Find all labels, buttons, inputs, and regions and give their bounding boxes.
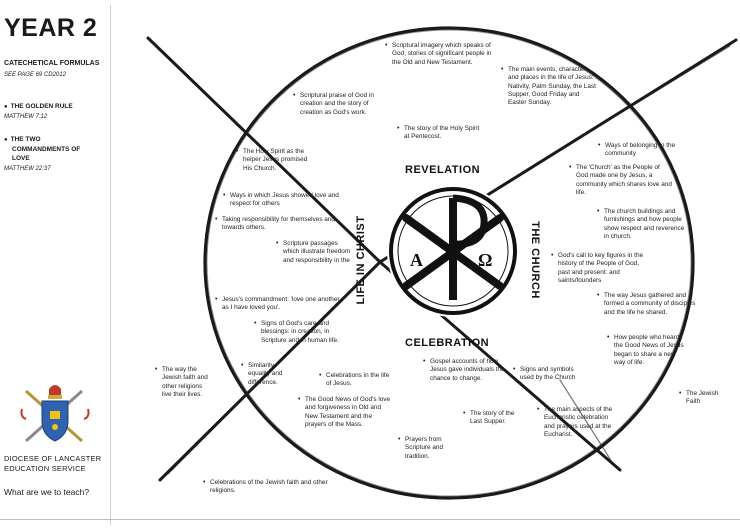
two-commandments-title: ●THE TWO COMMANDMENTS OF LOVE [4, 136, 81, 162]
sidebar-divider [110, 5, 111, 525]
note-jesus-love-respect: Ways in which Jesus showed love and resp… [223, 192, 358, 209]
note-last-supper: The story of the Last Supper. [463, 410, 526, 427]
note-jewish-celebrations: Celebrations of the Jewish faith and oth… [203, 479, 340, 496]
note-holy-spirit-pentecost: The story of the Holy Spirit at Pentecos… [397, 125, 482, 142]
golden-rule-ref: MATTHEW 7:12 [4, 114, 48, 120]
note-jewish-way: The way the Jewish faith and other relig… [155, 366, 212, 399]
note-similarity: Similarity, equality and difference. [241, 362, 292, 387]
note-good-news-forgiveness: The Good News of God's love and forgiven… [298, 396, 391, 429]
note-taking-responsibility: Taking responsibility for themselves and… [215, 216, 348, 233]
note-scripture-passages: Scripture passages which illustrate free… [276, 240, 351, 265]
label-revelation: REVELATION [405, 164, 481, 176]
omega-letter: Ω [478, 250, 492, 270]
note-main-events: The main events, characters and places i… [501, 66, 596, 107]
question-text: What are we to teach? [4, 487, 90, 497]
note-eucharist: The main aspects of the Eucharistic cele… [537, 406, 620, 439]
catechetical-formulas-title: CATECHETICAL FORMULAS [4, 60, 100, 67]
note-jesus-gathered: The way Jesus gathered and formed a comm… [597, 292, 696, 317]
diocese-crest-icon [20, 385, 90, 443]
diocese-name: DIOCESE OF LANCASTER EDUCATION SERVICE [4, 454, 102, 473]
note-church-people-of-god: The 'Church' as the People of God made o… [569, 164, 672, 197]
label-life-in-christ: LIFE IN CHRIST [355, 215, 367, 305]
alpha-letter: A [410, 250, 423, 270]
note-signs-symbols: Signs and symbols used by the Church [513, 366, 578, 383]
note-church-buildings: The church buildings and furnishings and… [597, 208, 690, 241]
note-jewish-faith: The Jewish Faith [679, 390, 726, 407]
golden-rule-title: ●THE GOLDEN RULE [4, 103, 73, 110]
sidebar: YEAR 2 CATECHETICAL FORMULAS SEE PAGE 69… [0, 0, 112, 529]
catechetical-formulas-ref: SEE PAGE 69 CD2012 [4, 72, 66, 78]
note-scriptural-praise: Scriptural praise of God in creation and… [293, 92, 374, 117]
note-ways-of-belonging: Ways of belonging to the community [598, 142, 685, 159]
note-celebrations-life-jesus: Celebrations in the life of Jesus. [319, 372, 390, 389]
note-prayers-scripture: Prayers from Scripture and tradition. [398, 436, 463, 461]
label-celebration: CELEBRATION [405, 337, 490, 349]
note-scriptural-imagery: Scriptural imagery which speaks of God; … [385, 42, 500, 67]
outer-circle [203, 26, 695, 500]
note-signs-of-care: Signs of God's care and blessings: in cr… [254, 320, 347, 345]
note-gospel-accounts: Gospel accounts of how Jesus gave indivi… [423, 358, 510, 383]
page-title: YEAR 2 [4, 14, 98, 42]
chi-rho-icon [402, 194, 504, 300]
note-good-news-new-life: How people who heard the Good News of Je… [607, 334, 684, 367]
note-gods-call: God's call to key figures in the history… [551, 252, 644, 285]
note-jesus-commandment: Jesus's commandment: 'love one another a… [215, 296, 340, 313]
two-commandments-ref: MATTHEW 22:37 [4, 166, 51, 172]
label-the-church: THE CHURCH [529, 221, 541, 299]
note-holy-spirit-helper: The Holy Spirit as the helper Jesus prom… [236, 148, 309, 173]
bottom-rule [0, 519, 740, 520]
